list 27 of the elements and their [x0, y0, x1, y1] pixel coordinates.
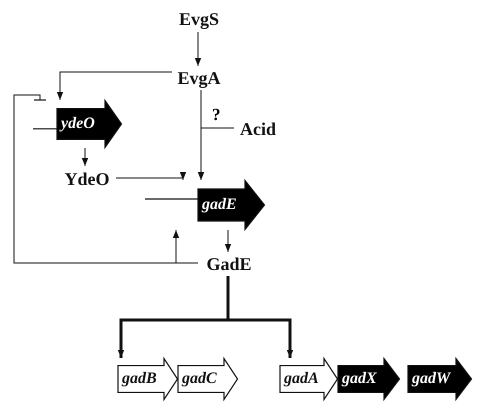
protein-label: EvgA — [172, 66, 226, 90]
gene-symbol — [408, 358, 472, 400]
arrow — [56, 72, 172, 100]
gene-name: gadA — [284, 371, 319, 387]
arrow — [224, 230, 232, 252]
gene-name: gadE — [202, 197, 237, 213]
arrow — [82, 148, 88, 166]
gene-symbol — [280, 358, 338, 400]
edge-label: ? — [212, 106, 220, 123]
gene-name: gadX — [342, 371, 377, 387]
gene-name: gadW — [412, 371, 450, 387]
gene-symbol — [178, 358, 238, 400]
gene-name: gadB — [122, 371, 157, 387]
gene-name: gadC — [182, 371, 217, 387]
arrow — [194, 32, 202, 66]
gene-name: ydeO — [61, 116, 95, 132]
arrow — [198, 128, 234, 180]
gene-symbol — [118, 358, 178, 400]
arrow — [116, 172, 186, 180]
protein-label: GadE — [198, 252, 260, 276]
gene-symbol — [145, 180, 265, 230]
inhibition-line — [14, 94, 198, 264]
protein-label: YdeO — [58, 166, 116, 192]
gene-symbol — [338, 358, 400, 400]
protein-label: EvgS — [175, 6, 223, 32]
protein-label: Acid — [234, 117, 282, 141]
arrow — [226, 276, 294, 358]
